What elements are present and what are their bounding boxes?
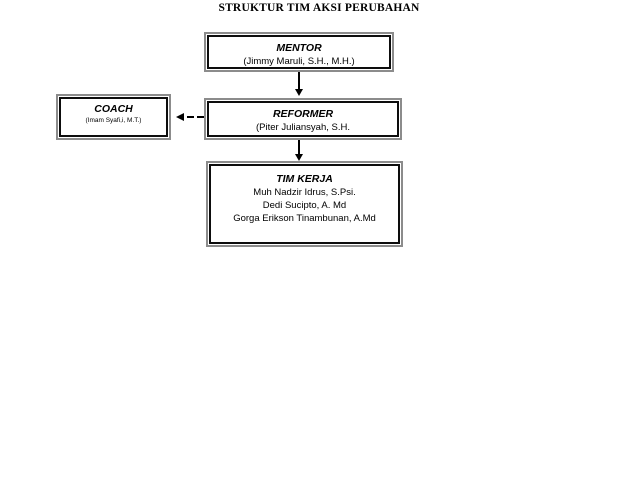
- node-reformer-person: (Piter Juliansyah, S.H.: [256, 122, 350, 133]
- node-coach-body: COACH (Imam Syafi,i, M.T.): [59, 97, 168, 137]
- node-reformer-body: REFORMER (Piter Juliansyah, S.H.: [207, 101, 399, 137]
- connector-mentor-to-reformer-line: [298, 72, 300, 90]
- dash-segment: [187, 116, 194, 118]
- node-tim-kerja-member: Muh Nadzir Idrus, S.Psi.: [253, 187, 356, 198]
- node-mentor-person: (Jimmy Maruli, S.H., M.H.): [243, 56, 355, 67]
- node-coach-role: COACH: [94, 103, 133, 115]
- node-tim-kerja-role: TIM KERJA: [276, 173, 333, 185]
- node-mentor-body: MENTOR (Jimmy Maruli, S.H., M.H.): [207, 35, 391, 69]
- node-reformer-role: REFORMER: [272, 108, 334, 120]
- connector-reformer-to-tim-kerja-line: [298, 140, 300, 155]
- node-coach[interactable]: COACH (Imam Syafi,i, M.T.): [56, 94, 171, 140]
- arrow-down-icon: [295, 154, 303, 161]
- node-tim-kerja-member: Gorga Erikson Tinambunan, A.Md: [233, 213, 376, 224]
- page-title: STRUKTUR TIM AKSI PERUBAHAN: [218, 2, 420, 14]
- node-tim-kerja-body: TIM KERJA Muh Nadzir Idrus, S.Psi. Dedi …: [209, 164, 400, 244]
- node-reformer[interactable]: REFORMER (Piter Juliansyah, S.H.: [204, 98, 402, 140]
- node-tim-kerja-member: Dedi Sucipto, A. Md: [262, 200, 347, 211]
- connector-reformer-to-coach-dashed: [176, 112, 204, 122]
- node-tim-kerja[interactable]: TIM KERJA Muh Nadzir Idrus, S.Psi. Dedi …: [206, 161, 403, 247]
- node-mentor[interactable]: MENTOR (Jimmy Maruli, S.H., M.H.): [204, 32, 394, 72]
- node-mentor-role: MENTOR: [276, 42, 322, 54]
- node-coach-person: (Imam Syafi,i, M.T.): [85, 117, 142, 124]
- dash-segment: [197, 116, 204, 118]
- arrow-left-icon: [176, 113, 184, 121]
- arrow-down-icon: [295, 89, 303, 96]
